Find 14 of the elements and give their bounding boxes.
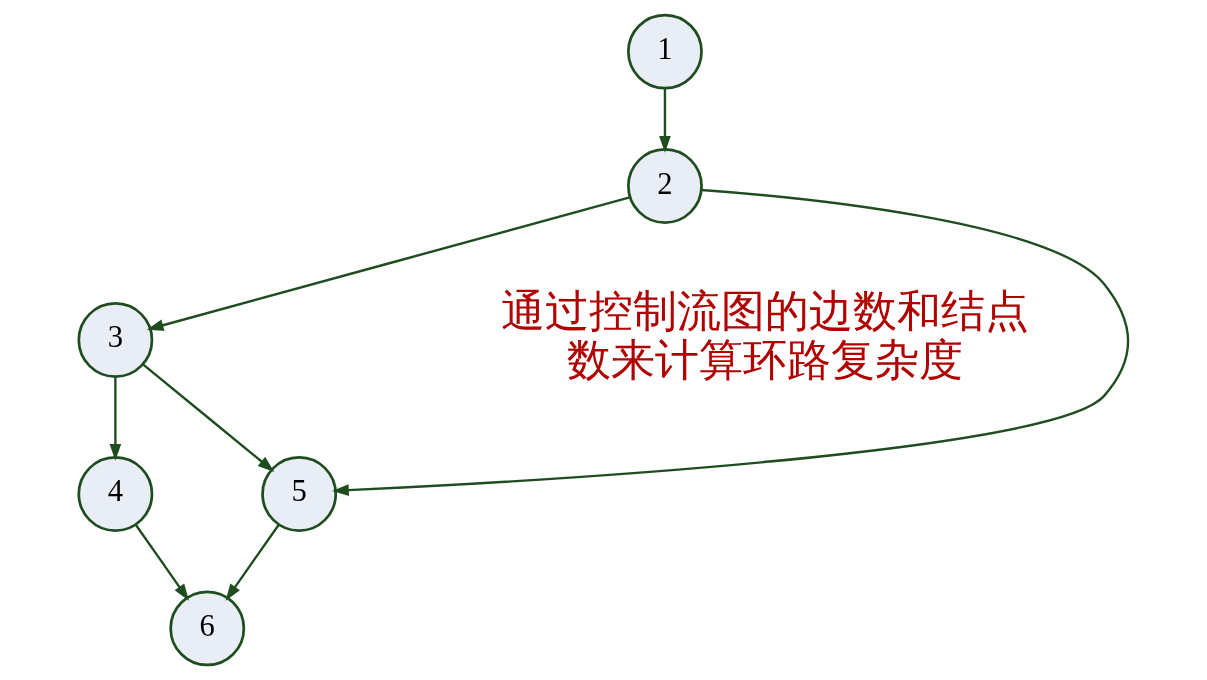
arrow xyxy=(332,188,1130,496)
node-circle: 5 xyxy=(261,456,338,532)
node-circle: 6 xyxy=(169,590,246,667)
arrow xyxy=(109,376,122,461)
node-circle: 2 xyxy=(627,148,703,224)
label: 通过控制流图的边数和结点数来计算环路复杂度 xyxy=(501,285,1030,386)
node-circle: 3 xyxy=(77,302,154,378)
arrow xyxy=(146,196,631,331)
arrow xyxy=(134,524,189,601)
arrow xyxy=(142,363,275,472)
arrow xyxy=(659,88,671,153)
node-circle: 4 xyxy=(77,456,154,532)
arrow xyxy=(225,524,280,601)
node-circle: 1 xyxy=(627,13,703,90)
